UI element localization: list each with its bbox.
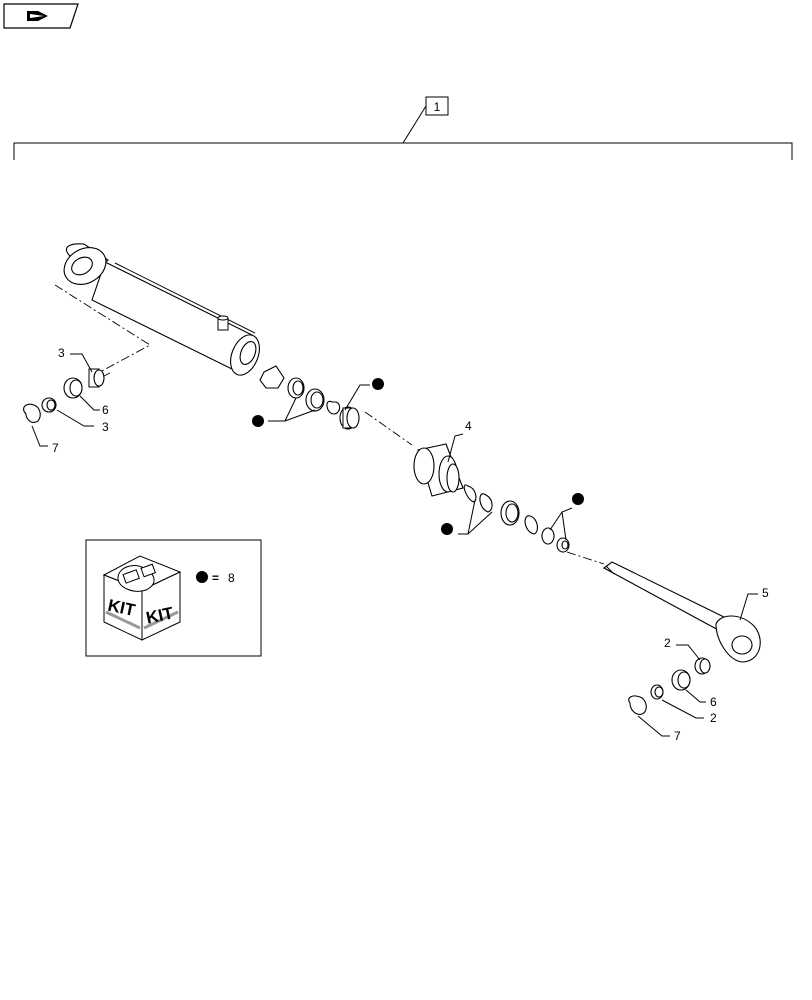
- piston-rod-part-5: [602, 561, 761, 663]
- callout-4: 4: [465, 419, 472, 433]
- callout-6-left: 6: [102, 403, 109, 417]
- filled-dot-icon: [572, 493, 584, 505]
- callout-3-left-lower: 3: [102, 420, 109, 434]
- seal-cluster-lower: [458, 484, 573, 553]
- callout-5: 5: [762, 586, 769, 600]
- callout-7-left: 7: [52, 441, 59, 455]
- assembly-ref-label: 1: [434, 100, 441, 114]
- right-pin-group: [628, 644, 711, 737]
- kit-item-dots: [252, 378, 584, 535]
- forward-arrow-icon: [27, 11, 48, 21]
- axis-lines: [54, 284, 605, 565]
- callout-6-right: 6: [710, 695, 717, 709]
- piston-part-4: [413, 433, 464, 497]
- callout-2-right-upper: 2: [664, 636, 671, 650]
- cylinder-barrel: [63, 243, 260, 376]
- seal-cluster-upper: [259, 365, 370, 430]
- callout-7-right: 7: [674, 729, 681, 743]
- filled-dot-icon: [441, 523, 453, 535]
- kit-ref-number: 8: [228, 571, 235, 585]
- left-pin-group: [23, 353, 105, 447]
- filled-dot-icon: [372, 378, 384, 390]
- kit-legend: KIT KIT = 8: [85, 539, 262, 657]
- kit-equals-sign: =: [212, 571, 219, 585]
- filled-dot-icon: [196, 571, 208, 583]
- assembly-bracket: 1: [13, 96, 793, 160]
- callout-2-right-lower: 2: [710, 711, 717, 725]
- filled-dot-icon: [252, 415, 264, 427]
- callout-labels: 3 6 3 7 4 5 2 6 2 7: [52, 346, 769, 743]
- callout-3-left-upper: 3: [58, 346, 65, 360]
- kit-box-icon: [102, 555, 182, 641]
- nav-forward-icon[interactable]: [3, 3, 79, 29]
